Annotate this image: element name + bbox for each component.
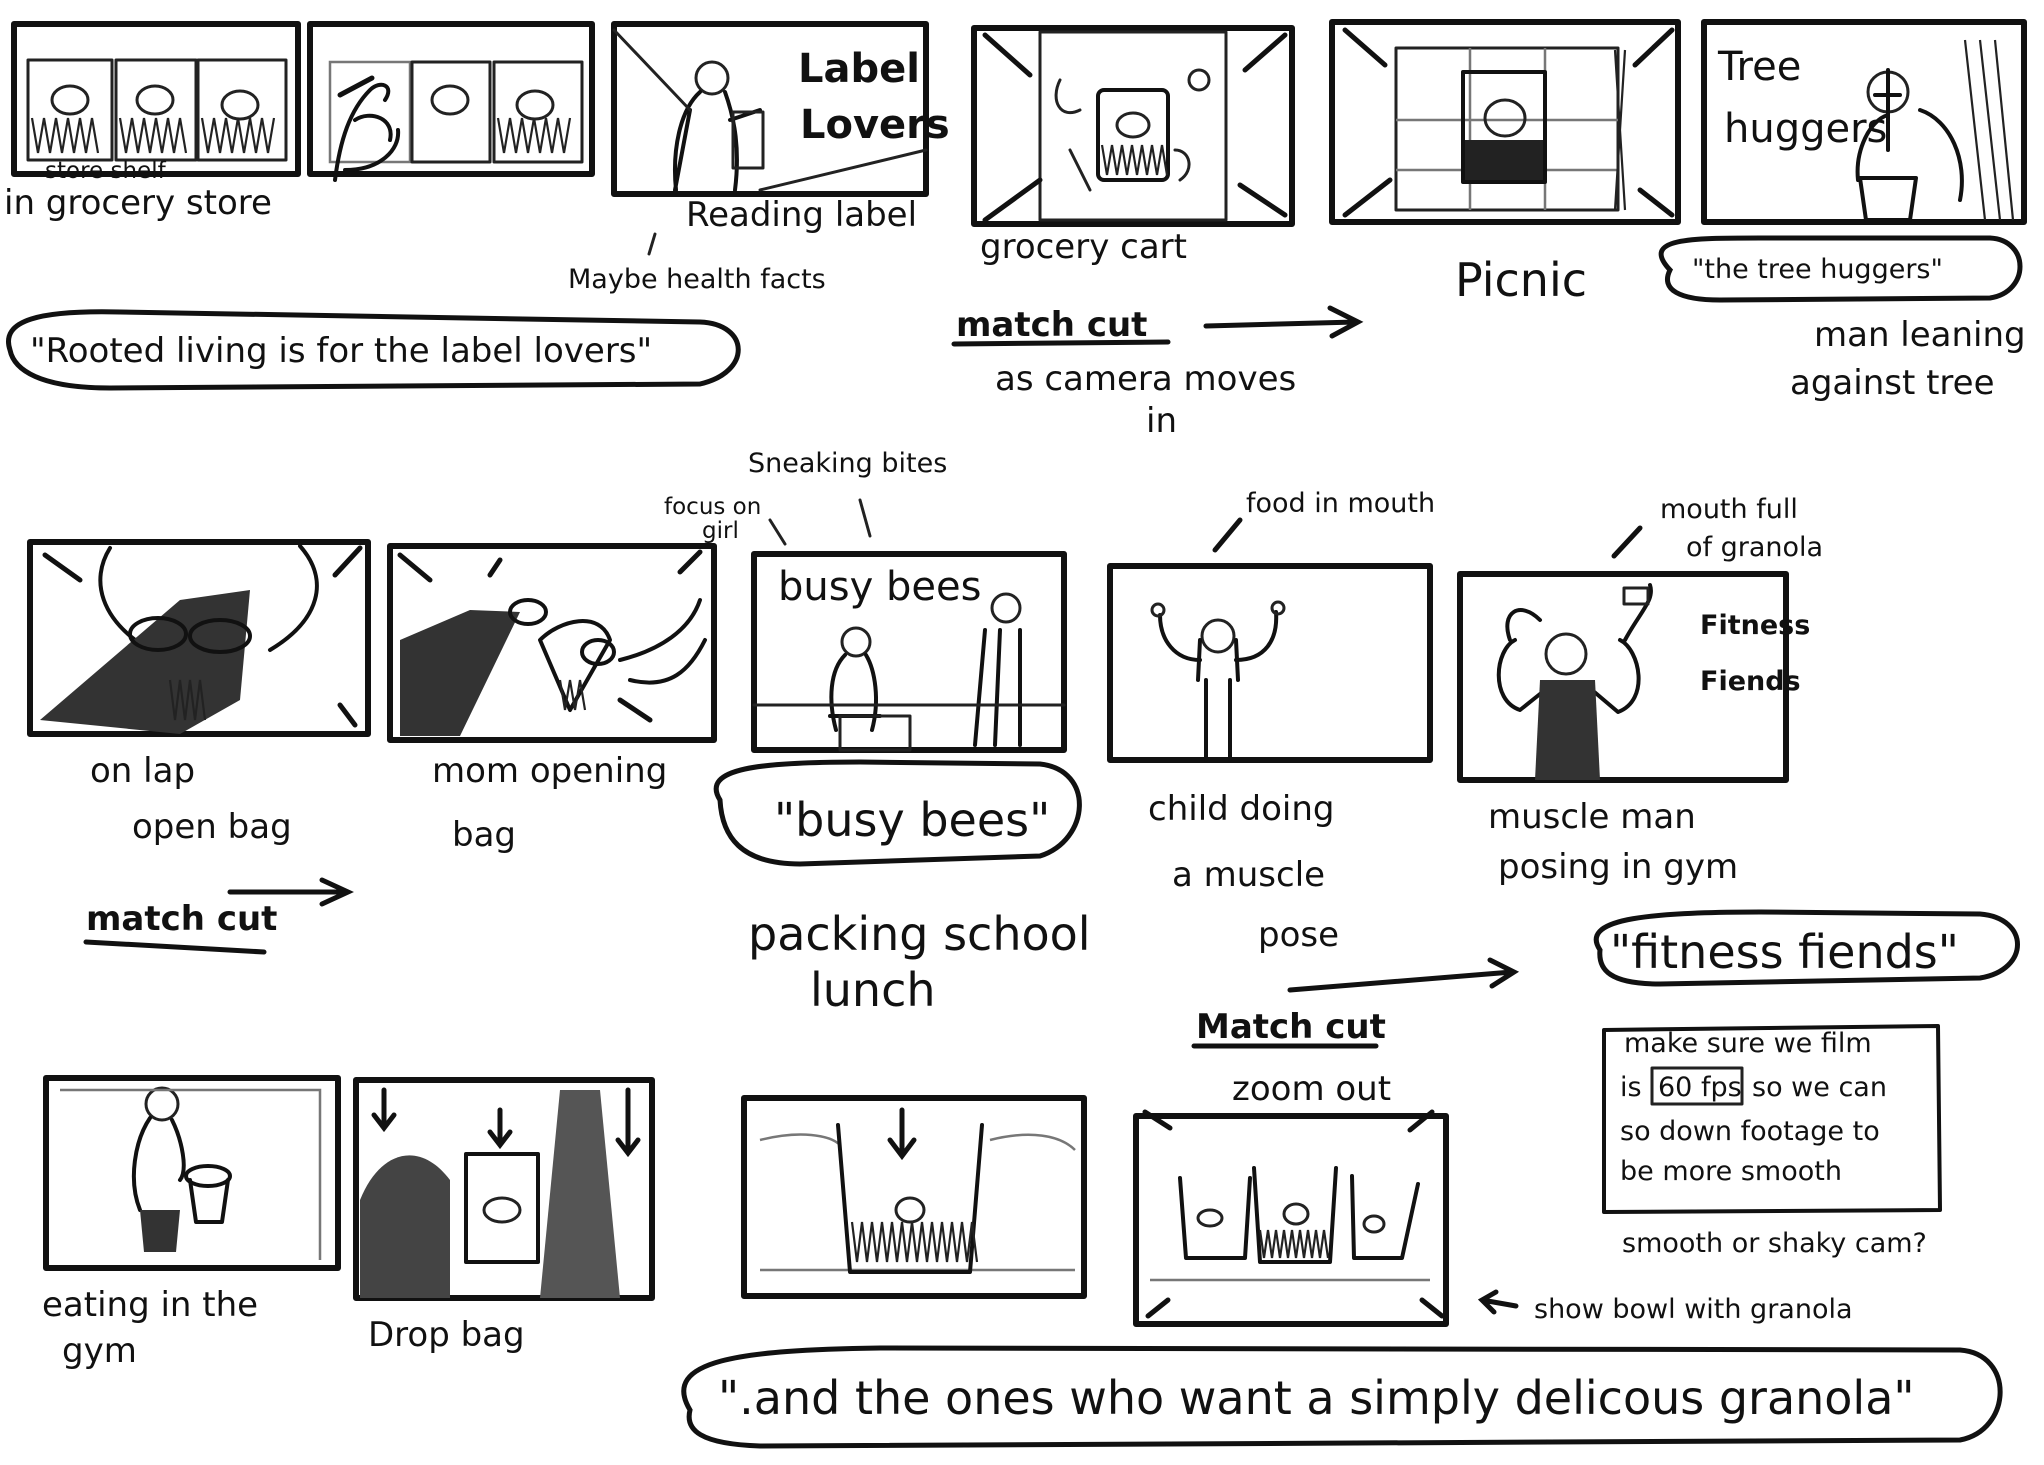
panel-label-word-2: Lovers xyxy=(800,102,950,148)
panel-muscle-man: Fitness Fiends xyxy=(1457,571,1810,783)
match-cut-label-2: match cut xyxy=(86,899,277,939)
bubble-text-busy-bees: "busy bees" xyxy=(774,793,1050,847)
note-food-in-mouth: food in mouth xyxy=(1246,488,1435,519)
panel-label-fitness: Fitness xyxy=(1700,610,1810,641)
panel-tree-huggers: Tree huggers xyxy=(1701,19,2027,225)
note-show-bowl: show bowl with granola xyxy=(1534,1294,1853,1325)
panel-note-store-shelf: store shelf xyxy=(45,158,167,184)
note-of-granola: of granola xyxy=(1686,532,1823,563)
panel-hand-reaching xyxy=(307,21,595,182)
note-camera-moves: as camera moves xyxy=(995,359,1296,399)
note-focus-on: focus on xyxy=(664,494,761,520)
caption-a-muscle: a muscle xyxy=(1172,855,1325,895)
note-make-sure: make sure we film xyxy=(1624,1028,1872,1059)
speech-bubble-fitness-fiends: "fitness fiends" xyxy=(1593,909,2020,987)
note-mouth-full: mouth full xyxy=(1660,494,1798,525)
match-cut-label-3: Match cut xyxy=(1196,1007,1386,1047)
caption-zoom-out: zoom out xyxy=(1232,1069,1391,1109)
note-is: is xyxy=(1620,1072,1642,1103)
caption-open-bag: open bag xyxy=(132,807,292,847)
note-so-we-can: so we can xyxy=(1752,1072,1887,1103)
panel-label-fiends: Fiends xyxy=(1700,666,1801,697)
panel-label-lovers: Label Lovers xyxy=(611,21,950,197)
speech-bubble-final: ".and the ones who want a simply delicou… xyxy=(681,1345,2003,1449)
caption-gym: gym xyxy=(62,1331,137,1371)
caption-drop-bag: Drop bag xyxy=(368,1315,525,1355)
note-sneaking-bites: Sneaking bites xyxy=(748,448,947,479)
caption-grocery-cart: grocery cart xyxy=(980,227,1187,267)
caption-grocery-store: in grocery store xyxy=(4,183,272,223)
caption-picnic: Picnic xyxy=(1455,253,1587,307)
panel-on-lap xyxy=(27,539,371,737)
caption-eating: eating in the xyxy=(42,1285,258,1325)
caption-posing-gym: posing in gym xyxy=(1498,847,1738,887)
panel-grocery-cart xyxy=(971,25,1295,227)
panel-drop-bag xyxy=(353,1077,655,1301)
panel-eating-gym xyxy=(43,1075,341,1271)
panel-child-pose xyxy=(1107,563,1433,763)
panel-store-shelf: store shelf xyxy=(11,21,301,184)
note-slow-down: so down footage to xyxy=(1620,1116,1880,1147)
bubble-text-fitness-fiends: "fitness fiends" xyxy=(1610,925,1959,979)
caption-on-lap: on lap xyxy=(90,751,195,791)
caption-child-doing: child doing xyxy=(1148,789,1335,829)
note-focus-girl: girl xyxy=(702,518,739,544)
note-box-fps: make sure we film is 60 fps so we can so… xyxy=(1602,1024,1942,1214)
speech-bubble-tree-huggers: "the tree huggers" xyxy=(1658,235,2023,303)
note-smooth-shaky: smooth or shaky cam? xyxy=(1622,1228,1927,1259)
speech-bubble-busy-bees: "busy bees" xyxy=(713,759,1082,867)
caption-muscle-man: muscle man xyxy=(1488,797,1696,837)
bubble-text-final: ".and the ones who want a simply delicou… xyxy=(718,1371,1915,1425)
panel-zoom-out xyxy=(1133,1109,1449,1327)
match-cut-label: match cut xyxy=(956,305,1147,345)
caption-packing-lunch: packing school xyxy=(748,907,1091,961)
bubble-text-tree-huggers: "the tree huggers" xyxy=(1692,254,1943,285)
bubble-text-label-lovers: "Rooted living is for the label lovers" xyxy=(30,331,652,371)
note-more-smooth: be more smooth xyxy=(1620,1156,1842,1187)
note-60-fps: 60 fps xyxy=(1658,1072,1742,1103)
note-camera-in: in xyxy=(1146,401,1177,441)
note-man-leaning: man leaning xyxy=(1814,315,2026,355)
panel-label-tree: Tree xyxy=(1717,44,1801,90)
panel-label-huggers: huggers xyxy=(1724,106,1887,152)
panel-picnic xyxy=(1329,19,1681,225)
note-health-facts: Maybe health facts xyxy=(568,264,826,295)
note-against-tree: against tree xyxy=(1790,363,1995,403)
caption-reading-label: Reading label xyxy=(686,195,917,235)
panel-mom-opening xyxy=(387,543,717,743)
panel-label-word-1: Label xyxy=(798,46,920,92)
caption-mom-opening: mom opening xyxy=(432,751,667,791)
caption-mom-bag: bag xyxy=(452,815,516,855)
caption-lunch: lunch xyxy=(810,963,936,1017)
caption-pose: pose xyxy=(1258,915,1339,955)
panel-label-busy-bees: busy bees xyxy=(778,564,981,610)
panel-busy-bees: busy bees xyxy=(751,551,1067,753)
speech-bubble-label-lovers: "Rooted living is for the label lovers" xyxy=(6,309,741,391)
panel-granola-bowl xyxy=(741,1095,1087,1299)
